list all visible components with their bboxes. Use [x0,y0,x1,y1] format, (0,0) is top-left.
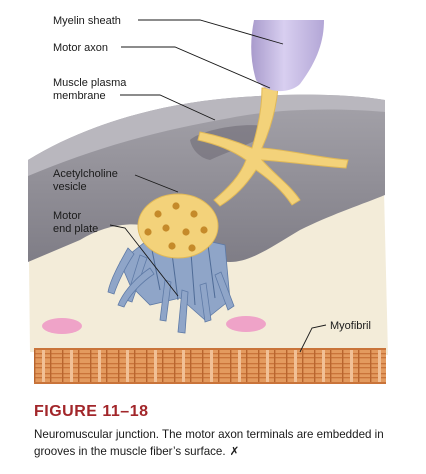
label-motor-end-plate-line1: Motor [53,210,81,222]
myelin-sheath [251,20,324,92]
caption-mark-icon: ✗ [229,444,240,458]
label-myofibril: Myofibril [330,320,371,332]
myofibril-edge-top [34,348,386,350]
leader-lines [109,19,327,353]
label-muscle-plasma-membrane-line1: Muscle plasma [53,77,127,89]
myofibril-edge-bottom [34,382,386,384]
membrane-top-highlight [28,94,385,176]
label-muscle-plasma-membrane-line2: membrane [53,90,106,102]
axon-terminal [137,87,349,259]
figure-caption-text: Neuromuscular junction. The motor axon t… [34,428,384,458]
figure-caption: Neuromuscular junction. The motor axon t… [34,426,414,460]
label-motor-end-plate-line2: end plate [53,223,98,235]
mitochondrion-left [42,318,82,334]
label-myelin-sheath: Myelin sheath [53,15,121,27]
label-acetylcholine-vesicle-line1: Acetylcholine [53,168,118,180]
label-acetylcholine-vesicle-line2: vesicle [53,181,87,193]
acetylcholine-vesicles [144,202,208,252]
myofibril-band [34,348,386,384]
figure-title: FIGURE 11–18 [34,403,149,420]
mitochondrion-right [226,316,266,332]
label-motor-axon: Motor axon [53,42,108,54]
